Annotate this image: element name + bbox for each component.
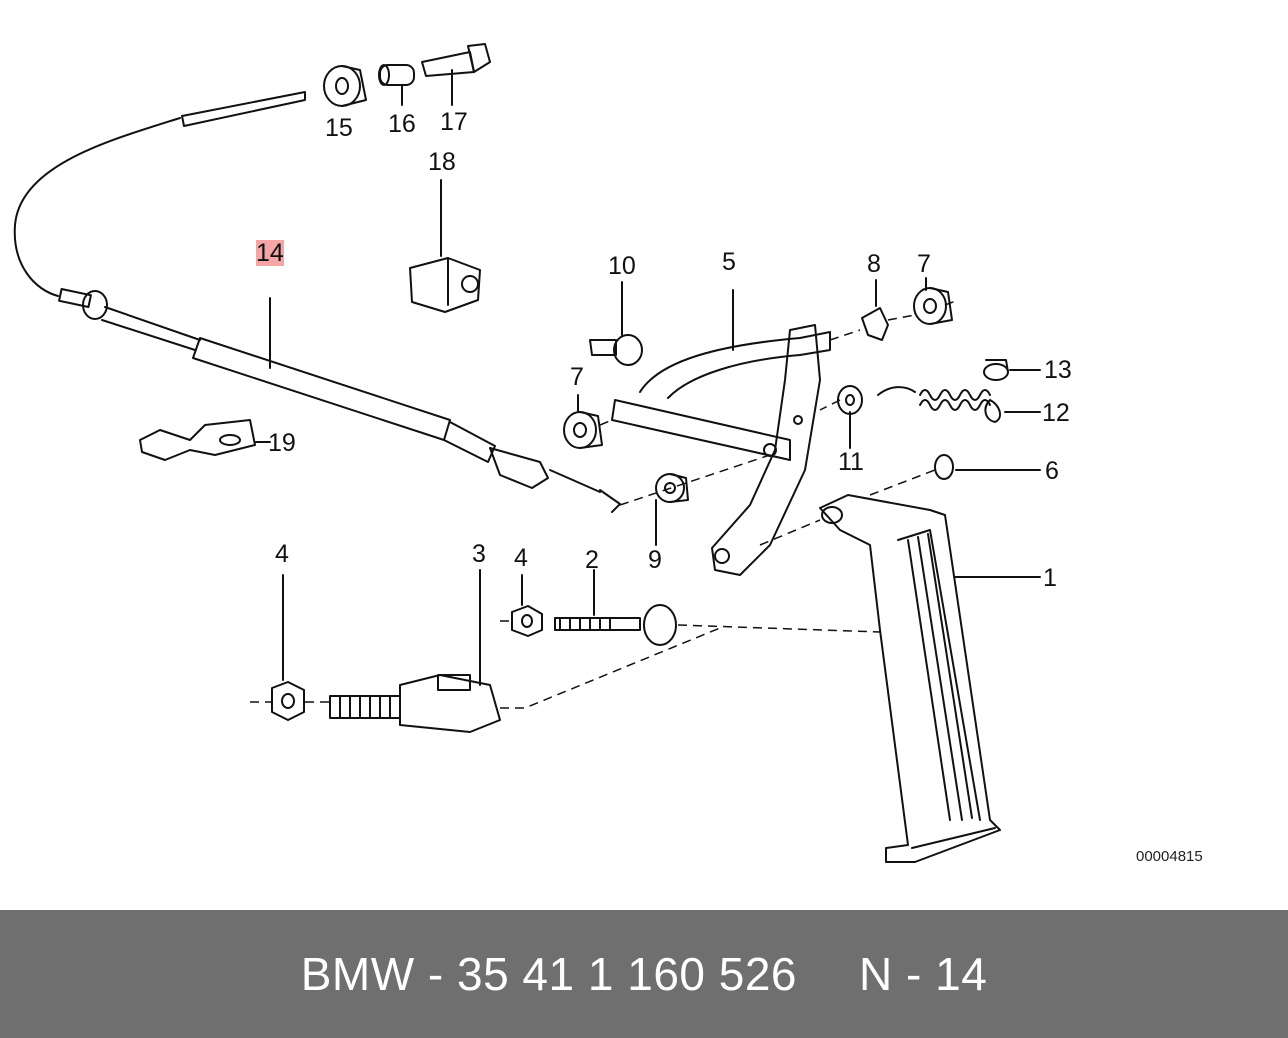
part-number-bar: BMW - 35 41 1 160 526 N - 14 [0,910,1288,1038]
callout-label: 3 [472,540,486,568]
callout-labels: 1 2 3 4 4 5 6 7 7 8 9 10 11 12 13 14 15 … [256,108,1072,592]
bush-10 [589,281,643,366]
callout-label: 16 [388,110,416,138]
diagram-reference-number: 00004815 [1136,848,1203,865]
pedal-lever-5 [611,289,831,576]
bush-11 [837,385,863,449]
pin-16 [378,64,415,106]
spring-12 [877,386,1041,423]
grommet-15 [323,65,367,107]
circlip-6 [934,454,1041,480]
callout-label: 4 [275,540,289,568]
nut-4b [271,574,305,721]
callout-label: 5 [722,248,736,276]
bush-7b [913,277,953,325]
callout-label: 7 [570,363,584,391]
callout-label: 13 [1044,356,1072,384]
callout-label: 8 [867,250,881,278]
bush-9 [655,473,689,546]
throttle-cable [13,91,621,513]
callout-label: 9 [648,546,662,574]
pedal-stop-3 [329,569,501,733]
callout-label: 14 [256,239,284,267]
bracket-19 [139,419,271,461]
nut-13 [983,359,1041,381]
accelerator-pedal-1 [819,494,1041,863]
callout-label: 1 [1043,564,1057,592]
part-number-text: BMW - 35 41 1 160 526 [300,948,798,1000]
callout-label: 17 [440,108,468,136]
callout-label: 15 [325,114,353,142]
nut-4a [511,574,543,637]
parts-diagram: 1 2 3 4 4 5 6 7 7 8 9 10 11 12 13 14 15 … [13,43,1203,865]
callout-label: 4 [514,544,528,572]
callout-label: 18 [428,148,456,176]
callout-label: 12 [1042,399,1070,427]
highlight-callout-14 [256,240,284,266]
bush-7a [563,394,603,449]
callout-label: 11 [838,448,864,476]
adjusting-screw-2 [554,569,677,646]
diagram-position-text: N - 14 [859,948,988,1000]
callout-label: 7 [917,250,931,278]
callout-label: 19 [268,429,296,457]
assembly-lines [250,299,959,709]
bolt-17 [421,43,491,106]
clip-8 [861,279,889,341]
clip-18 [409,179,481,313]
callout-label: 6 [1045,457,1059,485]
callout-label: 2 [585,546,599,574]
callout-label: 10 [608,252,636,280]
